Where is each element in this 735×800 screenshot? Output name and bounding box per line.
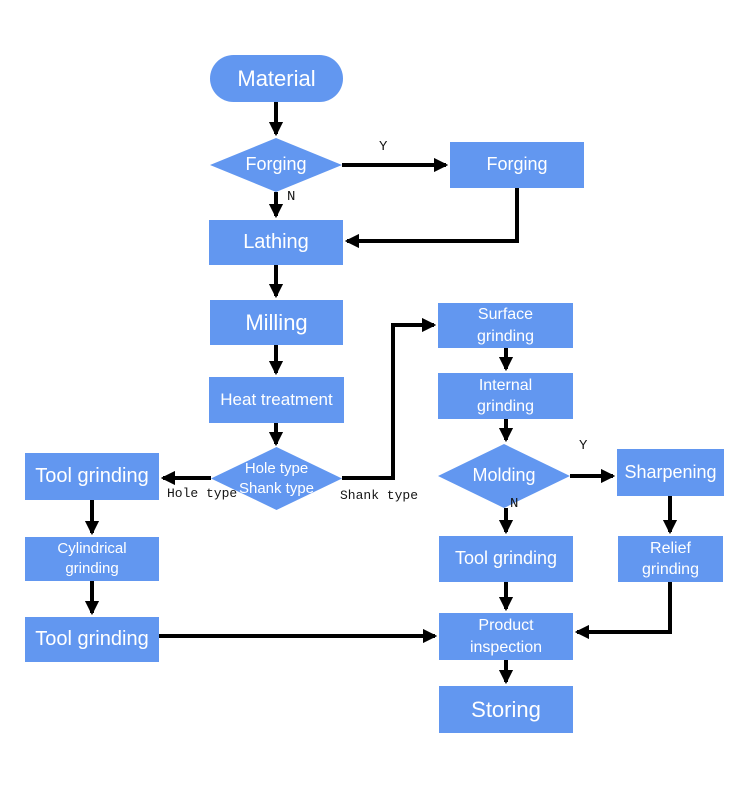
edge-label-hole-type: Hole type (167, 486, 238, 501)
node-type-decision: Hole type Shank type (211, 447, 342, 510)
node-sharpening-label: Sharpening (624, 461, 717, 482)
node-product-inspection-label: Product inspection (469, 617, 543, 656)
node-heat-treatment: Heat treatment (209, 377, 344, 423)
node-surface-grinding: Surface grinding (438, 303, 573, 348)
node-forging-decision: Forging (210, 138, 342, 192)
node-forging-label: Forging (486, 154, 548, 175)
node-milling-label: Milling (245, 309, 308, 335)
edge-forging-to-lathing (344, 188, 519, 249)
node-cylindrical-grinding-label: Cylindrical grinding (57, 540, 127, 577)
node-sharpening: Sharpening (617, 449, 724, 496)
node-forging: Forging (450, 142, 584, 188)
edge-label-forging-no: N (287, 189, 296, 205)
node-forging-decision-label: Forging (245, 154, 307, 175)
node-milling: Milling (210, 300, 343, 345)
node-lathing-label: Lathing (243, 231, 309, 254)
node-material: Material (210, 55, 343, 102)
edge-label-molding-no: N (510, 496, 519, 512)
edge-type-decision-shank (342, 317, 437, 480)
node-tool-grinding-3-label: Tool grinding (454, 548, 558, 569)
node-tool-grinding-2-label: Tool grinding (35, 628, 149, 651)
edge-relief-to-product-inspection (574, 582, 672, 640)
node-relief-grinding-label: Relief grinding (642, 539, 699, 578)
node-storing-label: Storing (471, 696, 541, 722)
node-tool-grinding-3: Tool grinding (439, 536, 573, 582)
node-product-inspection: Product inspection (439, 613, 573, 660)
node-molding-decision: Molding (438, 444, 570, 508)
edge-label-forging-yes: Y (379, 139, 388, 155)
edge-label-shank-type: Shank type (340, 488, 419, 503)
node-internal-grinding-label: Internal grinding (477, 376, 534, 415)
node-cylindrical-grinding: Cylindrical grinding (25, 537, 159, 581)
node-internal-grinding: Internal grinding (438, 373, 573, 419)
node-material-label: Material (237, 65, 316, 91)
node-molding-decision-label: Molding (472, 465, 536, 486)
node-heat-treatment-label: Heat treatment (220, 389, 333, 409)
node-tool-grinding-2: Tool grinding (25, 617, 159, 662)
node-lathing: Lathing (209, 220, 343, 265)
node-surface-grinding-label: Surface grinding (477, 306, 534, 345)
node-tool-grinding-1: Tool grinding (25, 453, 159, 500)
edge-label-molding-yes: Y (579, 438, 588, 454)
node-type-decision-label: Hole type Shank type (238, 459, 315, 497)
node-storing: Storing (439, 686, 573, 733)
node-tool-grinding-1-label: Tool grinding (35, 465, 149, 488)
node-relief-grinding: Relief grinding (618, 536, 723, 582)
